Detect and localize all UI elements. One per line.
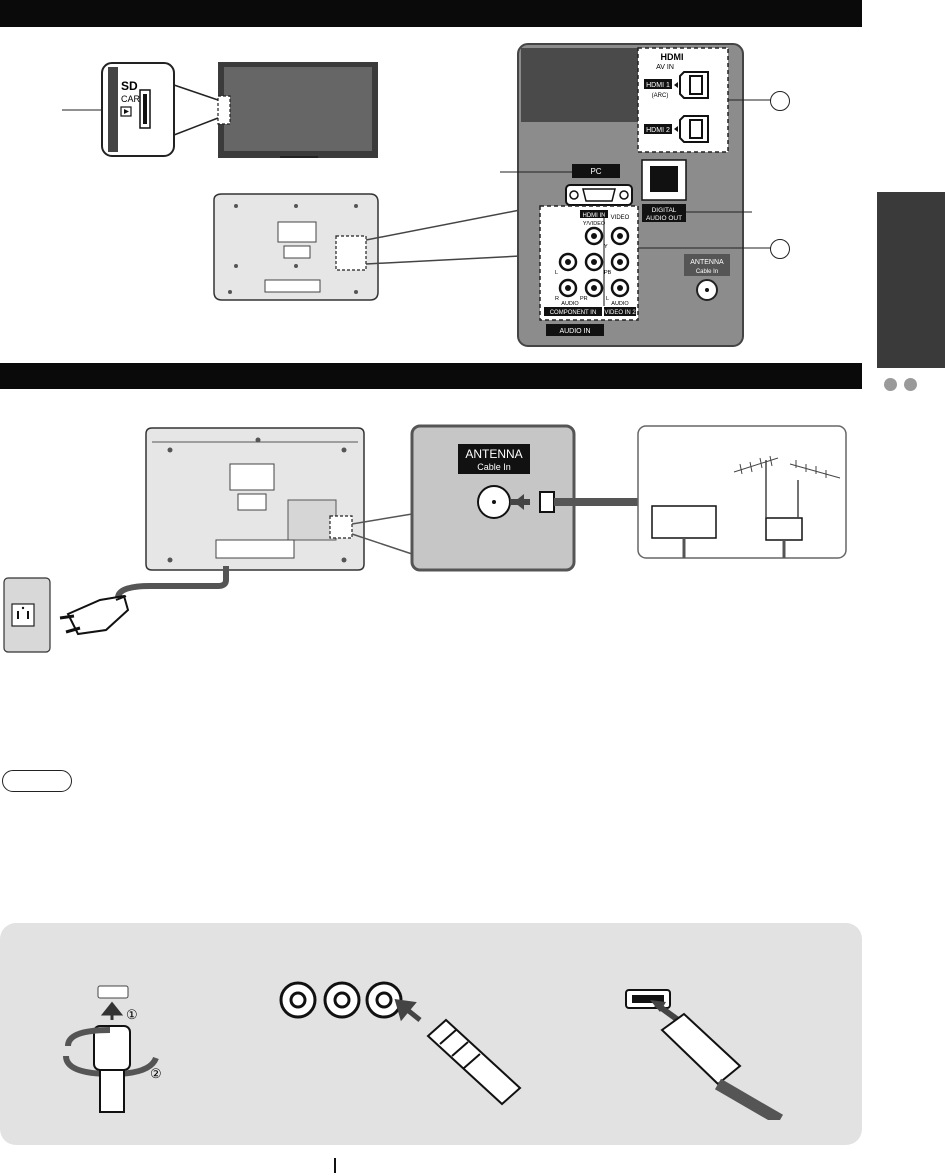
side-tab-dot <box>904 378 917 391</box>
section-banner-top <box>0 0 862 27</box>
page-indicator-bar <box>334 1158 336 1173</box>
svg-text:(ARC): (ARC) <box>652 93 669 99</box>
tv-rear-view <box>213 193 379 301</box>
svg-text:HDMI IN: HDMI IN <box>583 213 606 219</box>
section-banner-middle <box>0 363 862 389</box>
svg-text:L: L <box>606 296 609 302</box>
svg-text:VIDEO: VIDEO <box>611 215 630 221</box>
f-connector-illustration: ① ② <box>63 985 162 1113</box>
note-label-pill <box>2 770 72 792</box>
antenna-zoom: ANTENNA Cable In <box>410 424 640 572</box>
svg-text:Y: Y <box>604 244 608 250</box>
side-tab-dot <box>884 378 897 391</box>
rca-connector-illustration <box>279 981 522 1106</box>
back-panel-zoom: HDMI AV IN HDMI 1 (ARC) HDMI 2 PC DIGITA… <box>517 43 744 347</box>
step-2-marker: ② <box>150 1066 162 1081</box>
antenna-zoom-title: ANTENNA <box>465 447 522 461</box>
svg-text:DIGITAL: DIGITAL <box>652 207 677 214</box>
svg-text:ANTENNA: ANTENNA <box>690 259 724 266</box>
svg-text:PC: PC <box>590 167 601 176</box>
svg-text:Cable In: Cable In <box>696 269 718 275</box>
svg-text:PB: PB <box>604 270 612 276</box>
wall-outlet <box>3 577 51 653</box>
svg-text:AUDIO: AUDIO <box>561 301 579 307</box>
svg-text:AUDIO OUT: AUDIO OUT <box>646 215 682 222</box>
hdmi-connector-illustration <box>625 989 784 1120</box>
sd-card-inset: SD CARD <box>101 62 175 157</box>
callout-marker-av <box>770 239 790 259</box>
svg-text:HDMI: HDMI <box>661 52 684 62</box>
svg-text:AV IN: AV IN <box>656 64 674 71</box>
sd-label-line1: SD <box>121 79 138 93</box>
tv-connections-illustration: SD CARD HDMI AV IN HDMI 1 (ARC) <box>62 43 772 347</box>
svg-text:HDMI 2: HDMI 2 <box>646 127 670 134</box>
connector-tips-illustration: ① ② <box>63 981 784 1120</box>
svg-text:PR: PR <box>580 296 588 302</box>
step-1-marker: ① <box>126 1007 138 1022</box>
sd-label-line2: CARD <box>121 94 147 104</box>
svg-text:COMPONENT IN: COMPONENT IN <box>550 310 597 316</box>
svg-text:Y/VIDEO: Y/VIDEO <box>583 221 606 227</box>
chapter-side-tab <box>877 192 945 368</box>
antenna-power-illustration: ANTENNA Cable In <box>3 424 847 653</box>
callout-marker-hdmi <box>770 91 790 111</box>
svg-text:HDMI 1: HDMI 1 <box>646 82 670 89</box>
tv-front-view <box>217 62 378 158</box>
tv-rear-view-large <box>145 427 365 571</box>
svg-text:R: R <box>555 296 559 302</box>
svg-text:VIDEO IN 2: VIDEO IN 2 <box>604 310 636 316</box>
svg-text:L: L <box>555 270 558 276</box>
svg-text:AUDIO IN: AUDIO IN <box>559 328 590 335</box>
power-plug <box>59 594 130 636</box>
svg-text:AUDIO: AUDIO <box>611 301 629 307</box>
antenna-source-box <box>637 425 847 559</box>
antenna-zoom-subtitle: Cable In <box>477 462 511 472</box>
